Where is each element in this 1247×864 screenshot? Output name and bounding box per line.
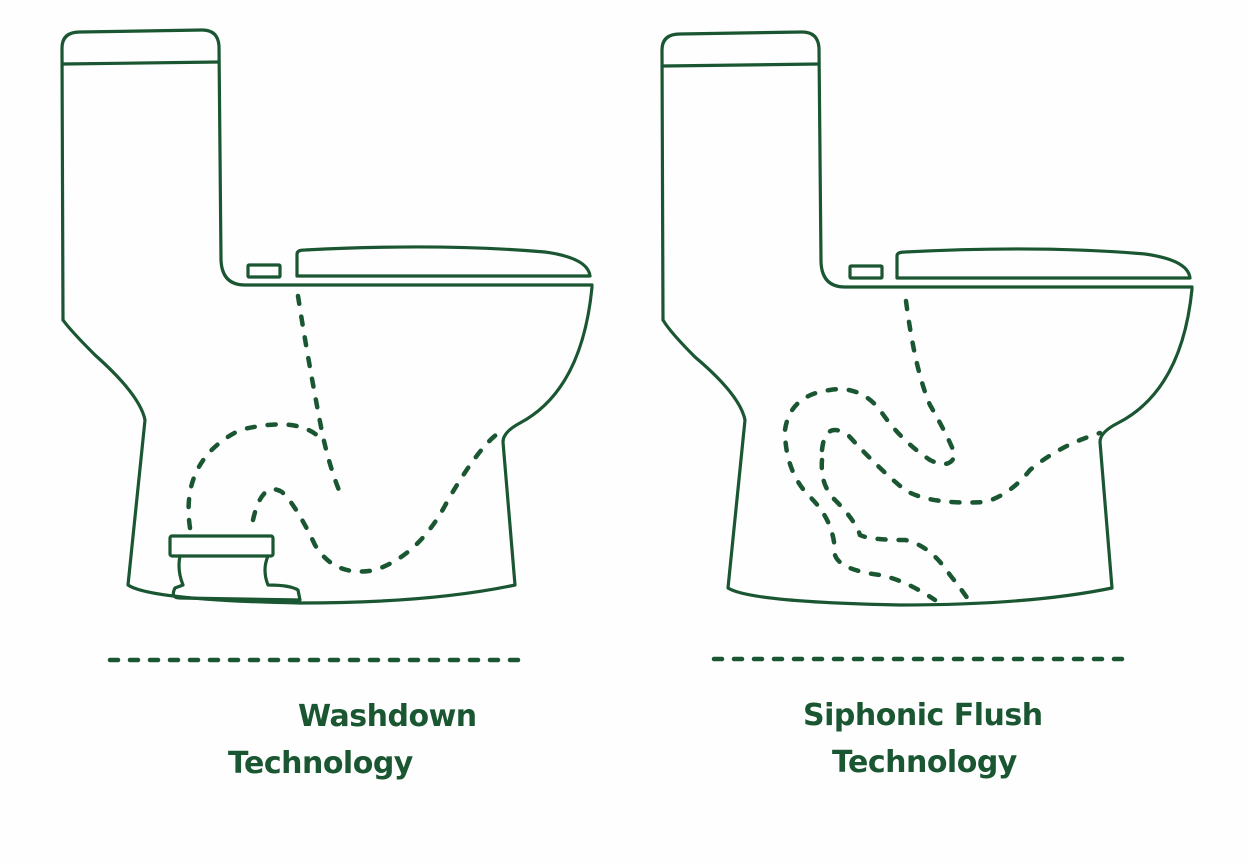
siphonic-title-line1: Siphonic Flush	[803, 698, 1043, 733]
washdown-toilet-icon	[60, 28, 594, 605]
washdown-title-line1: Washdown	[298, 699, 477, 734]
siphonic-title-line2: Technology	[832, 745, 1017, 780]
siphonic-toilet-icon	[660, 30, 1194, 607]
washdown-title-line2: Technology	[228, 746, 413, 781]
